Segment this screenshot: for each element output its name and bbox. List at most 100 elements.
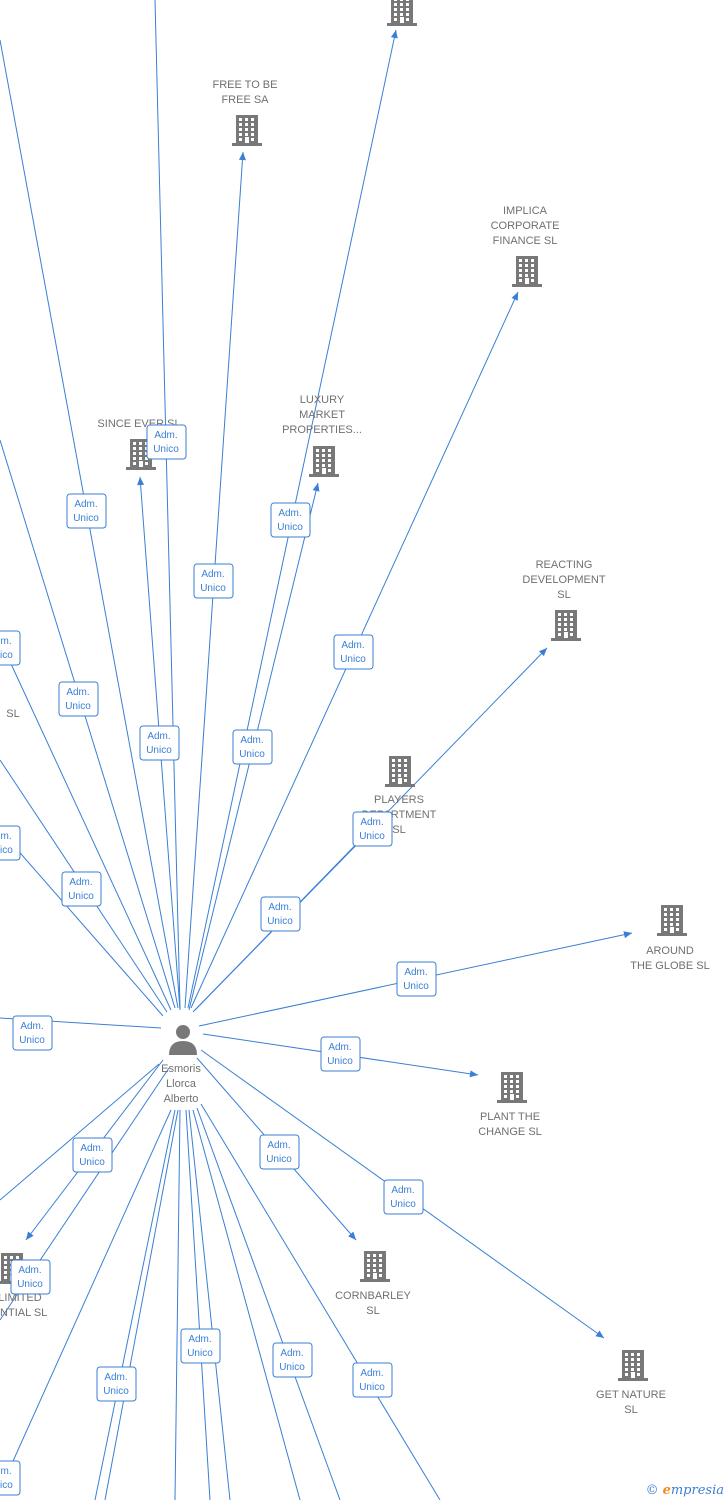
edge-line: [94, 1109, 176, 1500]
relation-badge[interactable]: Adm.Unico: [0, 1460, 21, 1496]
arrowhead: [469, 1070, 478, 1078]
edge-line: [185, 1109, 211, 1500]
edge-line: [0, 439, 176, 1009]
relation-badge[interactable]: Adm.Unico: [10, 1259, 51, 1295]
brand-name: mpresia: [670, 1483, 724, 1498]
relation-label: Adm.Unico: [403, 967, 429, 992]
relation-label: Adm.Unico: [266, 1140, 292, 1165]
arrowhead: [623, 931, 632, 939]
arrowhead: [511, 292, 518, 301]
company-building-icon[interactable]: [551, 610, 581, 641]
edge-line: [0, 1109, 172, 1491]
relation-label: Adm.Unico: [390, 1185, 416, 1210]
person-icon: [176, 1025, 190, 1039]
company-building-icon[interactable]: [385, 756, 415, 787]
relation-badge[interactable]: Adm.Unico: [0, 825, 21, 861]
relation-badge[interactable]: Adm.Unico: [333, 634, 374, 670]
relation-badge[interactable]: Adm.Unico: [146, 424, 187, 460]
relation-label: Adm.Unico: [239, 735, 265, 760]
copyright-symbol: ©: [645, 1483, 659, 1498]
relation-label: Adm.Unico: [153, 430, 179, 455]
company-building-icon[interactable]: [497, 1072, 527, 1103]
relation-badge[interactable]: Adm.Unico: [272, 1342, 313, 1378]
relation-badge[interactable]: Adm.Unico: [193, 563, 234, 599]
brand-initial: e: [662, 1483, 671, 1498]
arrowhead: [538, 648, 547, 657]
edge-line: [174, 1109, 181, 1500]
arrowhead: [595, 1330, 604, 1338]
relation-label: Adm.Unico: [200, 569, 226, 594]
relation-label: Adm.Unico: [327, 1042, 353, 1067]
relation-badge[interactable]: Adm.Unico: [383, 1179, 424, 1215]
company-building-icon[interactable]: [387, 0, 417, 26]
relation-label: Adm.Unico: [0, 1466, 13, 1491]
company-building-icon[interactable]: [232, 115, 262, 146]
relation-badge[interactable]: Adm.Unico: [396, 961, 437, 997]
edge-line: [0, 1063, 160, 1201]
relation-label: Adm.Unico: [17, 1265, 43, 1290]
relation-badge[interactable]: Adm.Unico: [61, 871, 102, 907]
company-building-icon[interactable]: [618, 1350, 648, 1381]
arrowhead: [137, 477, 145, 486]
relation-badge[interactable]: Adm.Unico: [232, 729, 273, 765]
company-label: SL: [6, 708, 19, 720]
relation-badge[interactable]: Adm.Unico: [260, 896, 301, 932]
relation-badge[interactable]: Adm.Unico: [66, 493, 107, 529]
empresia-watermark[interactable]: ©empresia: [646, 1483, 724, 1498]
edge-line: [0, 639, 172, 1011]
relation-label: Adm.Unico: [0, 831, 13, 856]
company-building-icon[interactable]: [512, 256, 542, 287]
relation-badge[interactable]: Adm.Unico: [0, 630, 21, 666]
relation-label: Adm.Unico: [73, 499, 99, 524]
relation-badge[interactable]: Adm.Unico: [352, 811, 393, 847]
company-label: LIMITEDENTIAL SL: [0, 1292, 47, 1319]
relation-label: Adm.Unico: [277, 508, 303, 533]
relation-label: Adm.Unico: [65, 687, 91, 712]
relation-label: Adm.Unico: [359, 817, 385, 842]
relation-label: Adm.Unico: [267, 902, 293, 927]
arrowhead: [312, 483, 320, 492]
relation-badge[interactable]: Adm.Unico: [259, 1134, 300, 1170]
company-building-icon[interactable]: [309, 446, 339, 477]
relation-badge[interactable]: Adm.Unico: [72, 1137, 113, 1173]
edge-line: [104, 1109, 179, 1500]
arrowhead: [348, 1231, 356, 1240]
relation-label: Adm.Unico: [359, 1368, 385, 1393]
edge-line: [0, 829, 164, 1017]
relation-label: Adm.Unico: [68, 877, 94, 902]
arrowhead: [238, 152, 246, 161]
company-building-icon[interactable]: [360, 1251, 390, 1282]
relation-label: Adm.Unico: [19, 1021, 45, 1046]
company-building-icon[interactable]: [657, 905, 687, 936]
relation-badge[interactable]: Adm.Unico: [58, 681, 99, 717]
relation-badge[interactable]: Adm.Unico: [139, 725, 180, 761]
edge-line: [196, 1107, 341, 1500]
relation-badge[interactable]: Adm.Unico: [270, 502, 311, 538]
relation-label: Adm.Unico: [187, 1334, 213, 1359]
relation-badge[interactable]: Adm.Unico: [320, 1036, 361, 1072]
relation-badge[interactable]: Adm.Unico: [12, 1015, 53, 1051]
relation-badge[interactable]: Adm.Unico: [180, 1328, 221, 1364]
relation-label: Adm.Unico: [0, 636, 13, 661]
edge-line: [192, 1109, 301, 1500]
badges-layer: Adm.UnicoAdm.UnicoAdm.UnicoAdm.UnicoAdm.…: [0, 424, 437, 1496]
edge-line: [154, 0, 181, 1009]
relation-label: Adm.Unico: [79, 1143, 105, 1168]
relation-badge[interactable]: Adm.Unico: [352, 1362, 393, 1398]
arrowhead: [26, 1231, 34, 1240]
relation-label: Adm.Unico: [340, 640, 366, 665]
relation-label: Adm.Unico: [279, 1348, 305, 1373]
relation-badge[interactable]: Adm.Unico: [96, 1366, 137, 1402]
